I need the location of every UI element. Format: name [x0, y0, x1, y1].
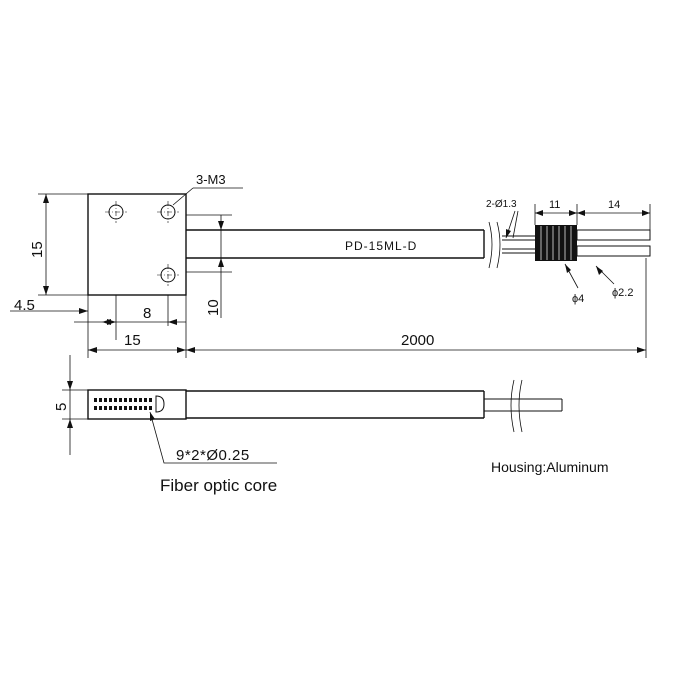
dim-4-5: 4.5 — [14, 297, 35, 314]
dia-4-label: ϕ4 — [572, 293, 584, 305]
side-view — [87, 379, 563, 433]
thread-leader — [172, 187, 194, 206]
mount-hole-3 — [157, 264, 179, 286]
dia-2-2-label: ϕ2.2 — [612, 287, 633, 299]
dim-8: 8 — [143, 305, 151, 322]
top-view: 3-M3 PD-15ML-D — [87, 172, 651, 296]
side-dimensions: 5 9*2*Ø0.25 — [53, 355, 277, 464]
sleeve — [535, 225, 577, 261]
break-mark — [488, 221, 493, 269]
core-label: Fiber optic core — [160, 476, 277, 495]
dim-14: 14 — [608, 199, 620, 211]
thread-label: 3-M3 — [196, 172, 226, 187]
fiber-end-1 — [576, 229, 651, 241]
housing-body — [87, 193, 187, 296]
top-dimensions: 15 10 4.5 8 15 2000 2-Ø1.3 — [10, 193, 651, 358]
dim-2000: 2000 — [401, 332, 434, 349]
dim-width-15: 15 — [124, 332, 141, 349]
dim-5: 5 — [53, 403, 70, 411]
fiber-end-2 — [576, 245, 651, 257]
housing-label: Housing:Aluminum — [491, 459, 609, 475]
mount-hole-2 — [157, 201, 179, 223]
model-label: PD-15ML-D — [345, 239, 417, 253]
core-leader — [149, 411, 277, 464]
dim-height-15: 15 — [29, 241, 46, 258]
core-spec: 9*2*Ø0.25 — [176, 447, 250, 464]
fiber-core-grid — [94, 398, 152, 410]
lens-window — [155, 395, 165, 413]
side-break-mark — [510, 379, 515, 433]
mount-hole-1 — [105, 201, 127, 223]
dim-11: 11 — [549, 199, 560, 211]
side-housing — [87, 389, 187, 420]
dim-10: 10 — [205, 299, 222, 316]
fiber-dia-label: 2-Ø1.3 — [486, 199, 517, 210]
